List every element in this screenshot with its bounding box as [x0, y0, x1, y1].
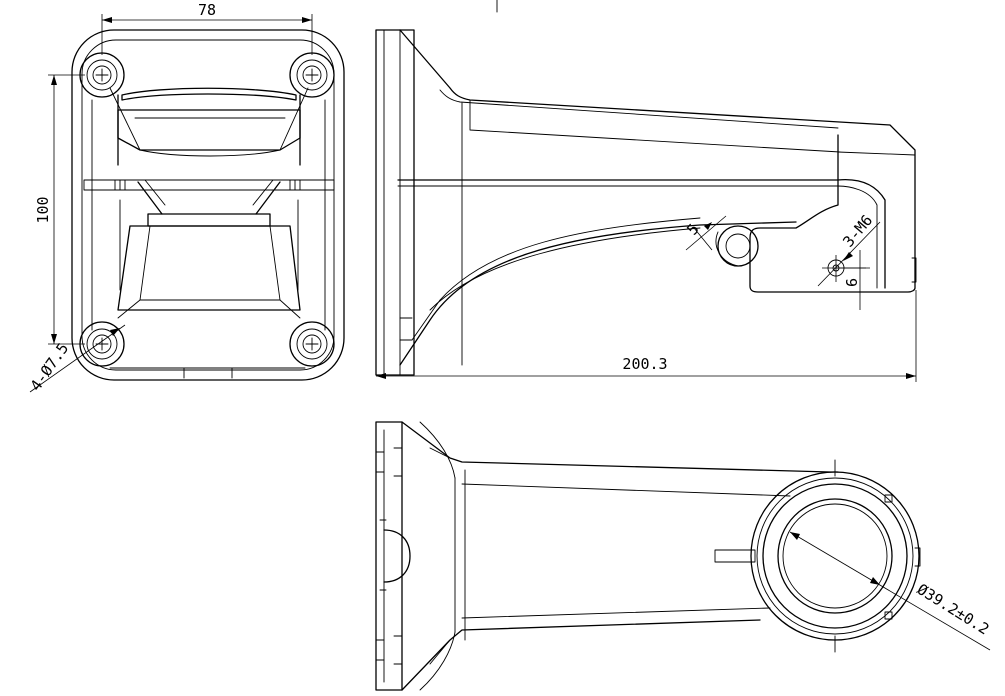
plate-inner-outline	[81, 39, 335, 371]
dim-thread-offset-label: 9	[842, 278, 860, 287]
dimension-height: 100	[34, 74, 85, 345]
dimension-length: 200.3	[376, 290, 917, 382]
top-view: Ø39.2±0.2	[375, 421, 992, 691]
dim-thread-label: 3-M6	[839, 211, 876, 250]
dim-tube-label: Ø39.2±0.2	[914, 580, 992, 638]
dimension-hole: 4-Ø7.5	[27, 324, 126, 394]
dimension-chamfer: 5	[683, 215, 727, 251]
dim-height-label: 100	[34, 196, 52, 223]
thread-hole: 3-M6 9	[817, 211, 881, 310]
mount-hole-top-left	[79, 52, 125, 98]
dimension-width: 78	[101, 1, 313, 55]
mount-hole-bottom-right	[289, 321, 335, 367]
mount-hole-top-right	[289, 52, 335, 98]
dim-length-label: 200.3	[622, 355, 667, 373]
side-view: 3-M6 9 5 200.3	[375, 0, 917, 382]
dim-width-label: 78	[198, 1, 216, 19]
plate-outline	[71, 29, 345, 381]
front-view: 78 100 4-Ø7.5	[27, 1, 345, 394]
tube-boss	[714, 459, 921, 653]
